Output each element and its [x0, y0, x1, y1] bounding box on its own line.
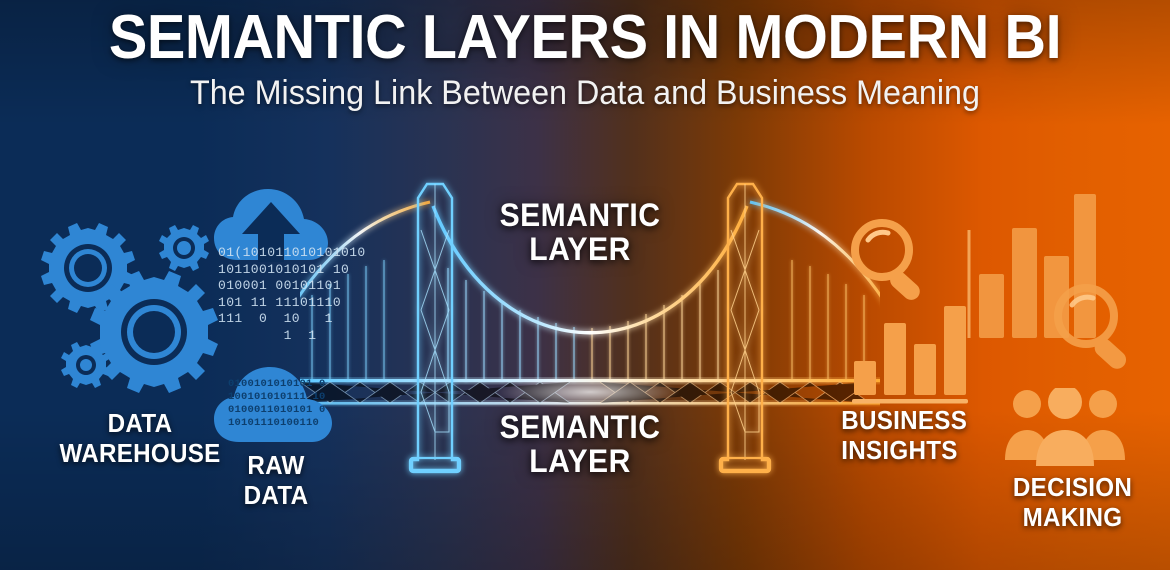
gears-icon	[36, 212, 226, 402]
banner-header: SEMANTIC LAYERS IN MODERN BI The Missing…	[0, 0, 1170, 140]
cloud-upload-svg	[214, 189, 328, 262]
bridge-deck	[300, 376, 880, 408]
decision-making-label: DECISION MAKING	[1012, 472, 1133, 532]
semantic-layer-label-top: SEMANTIC LAYER	[499, 197, 661, 267]
binary-stream-top: 01(101011010101010 1011001010101 10 0100…	[218, 245, 366, 343]
semantic-layer-label-bottom: SEMANTIC LAYER	[499, 409, 661, 479]
data-warehouse-label: DATA WAREHOUSE	[59, 408, 221, 468]
binary-stream-raw: 0100101010101 0 100101010111 10 01000110…	[228, 378, 326, 429]
magnifier-icon-secondary	[1048, 280, 1144, 376]
bridge-tower-left	[408, 182, 462, 474]
magnifier-svg-2	[1054, 284, 1127, 369]
people-group-svg	[1005, 385, 1125, 466]
cloud-data-svg	[214, 367, 332, 442]
cloud-data-icon	[212, 362, 334, 448]
bar-chart-svg-2	[967, 194, 1096, 338]
bridge-cable-left-back	[300, 200, 431, 298]
bar-chart-icon	[848, 300, 970, 410]
magnifier-icon	[846, 216, 938, 308]
raw-data-label: RAW DATA	[243, 450, 309, 510]
page-subtitle: The Missing Link Between Data and Busine…	[189, 74, 980, 112]
gears-svg	[41, 223, 218, 393]
business-insights-label: BUSINESS INSIGHTS	[841, 405, 968, 465]
magnifier-svg-1	[851, 219, 920, 300]
bar-chart-icon-secondary	[962, 188, 1102, 340]
cloud-upload-icon	[212, 186, 332, 266]
page-title: SEMANTIC LAYERS IN MODERN BI	[108, 3, 1062, 72]
bridge-svg	[300, 182, 880, 474]
bridge-cable-right-back	[749, 200, 880, 298]
people-group-icon	[1000, 385, 1130, 470]
bar-chart-svg-1	[852, 306, 968, 404]
bridge-tower-right	[718, 182, 772, 474]
bridge-hangers	[311, 260, 865, 382]
semantic-layer-bridge-illustration	[300, 170, 880, 500]
bridge-main-cable	[431, 205, 749, 335]
